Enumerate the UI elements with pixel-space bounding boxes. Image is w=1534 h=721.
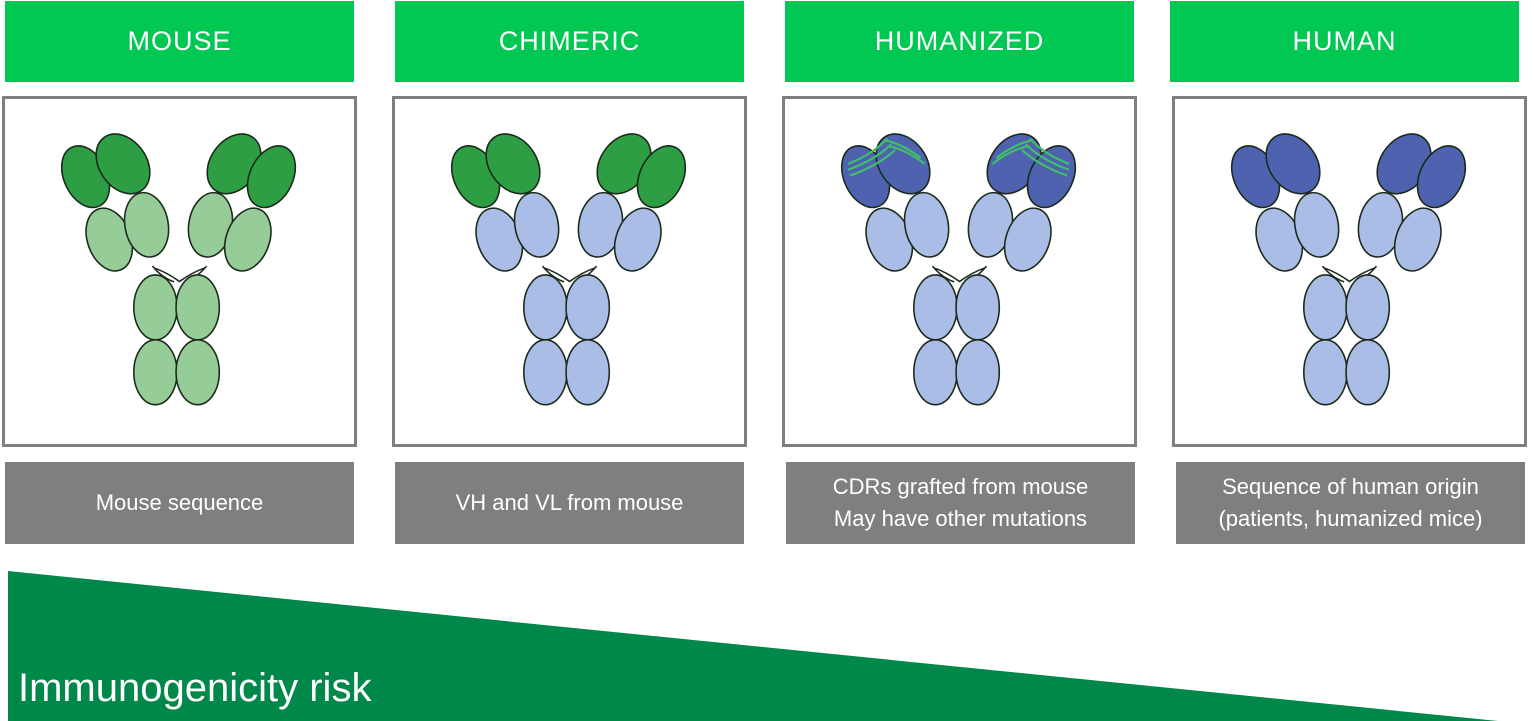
constant-domain [133,339,178,406]
constant-domain [613,207,662,272]
constant-domain [565,339,611,406]
constant-domain [903,191,950,258]
antibody-panel-mouse [2,96,357,447]
description-line: CDRs grafted from mouse [832,474,1089,499]
antibody-diagram-humanized [840,133,1077,406]
variable-domain [246,145,297,209]
variable-domain [1416,145,1467,209]
cdr-stripe [847,137,896,177]
cdr-stripe [885,139,926,165]
description-line: Mouse sequence [95,490,264,515]
constant-domain [223,207,272,272]
constant-domain [175,274,221,341]
variable-domain [485,133,541,195]
antibody-panel-human [1172,96,1527,447]
description-human: Sequence of human origin (patients, huma… [1176,462,1525,544]
column-header-chimeric: CHIMERIC [395,1,744,82]
description-mouse: Mouse sequence [5,462,354,544]
constant-domain [955,339,1001,406]
constant-domain [955,274,1001,341]
variable-domain [1265,133,1321,195]
description-line: VH and VL from mouse [455,490,684,515]
cdr-stripe [1021,137,1070,177]
antibody-panel-chimeric [392,96,747,447]
constant-domain [1003,207,1052,272]
antibody-diagram-chimeric [450,133,687,406]
constant-domain [1345,274,1391,341]
description-humanized: CDRs grafted from mouse May have other m… [786,462,1135,544]
constant-domain [913,274,958,341]
constant-domain [1393,207,1442,272]
constant-domain [565,274,611,341]
constant-domain [513,191,560,258]
antibody-diagram-human [1230,133,1467,406]
column-header-human: HUMAN [1170,1,1519,82]
cdr-stripe [991,139,1032,165]
variable-domain [636,145,687,209]
constant-domain [123,191,170,258]
cdr-graft-stripes [847,137,1070,177]
variable-domain [95,133,151,195]
constant-domain [1303,339,1348,406]
variable-domain [875,133,931,195]
constant-domain [175,339,221,406]
risk-label: Immunogenicity risk [18,666,372,710]
antibody-panel-humanized [782,96,1137,447]
constant-domain [1345,339,1391,406]
description-line: May have other mutations [833,506,1088,531]
description-line: (patients, humanized mice) [1218,506,1483,531]
constant-domain [133,274,178,341]
description-chimeric: VH and VL from mouse [395,462,744,544]
risk-wedge [8,571,1498,721]
constant-domain [913,339,958,406]
constant-domain [1303,274,1348,341]
constant-domain [1293,191,1340,258]
constant-domain [523,339,568,406]
description-line: Sequence of human origin [1222,474,1479,499]
column-header-mouse: MOUSE [5,1,354,82]
constant-domain [523,274,568,341]
column-header-humanized: HUMANIZED [785,1,1134,82]
antibody-diagram-mouse [60,133,297,406]
